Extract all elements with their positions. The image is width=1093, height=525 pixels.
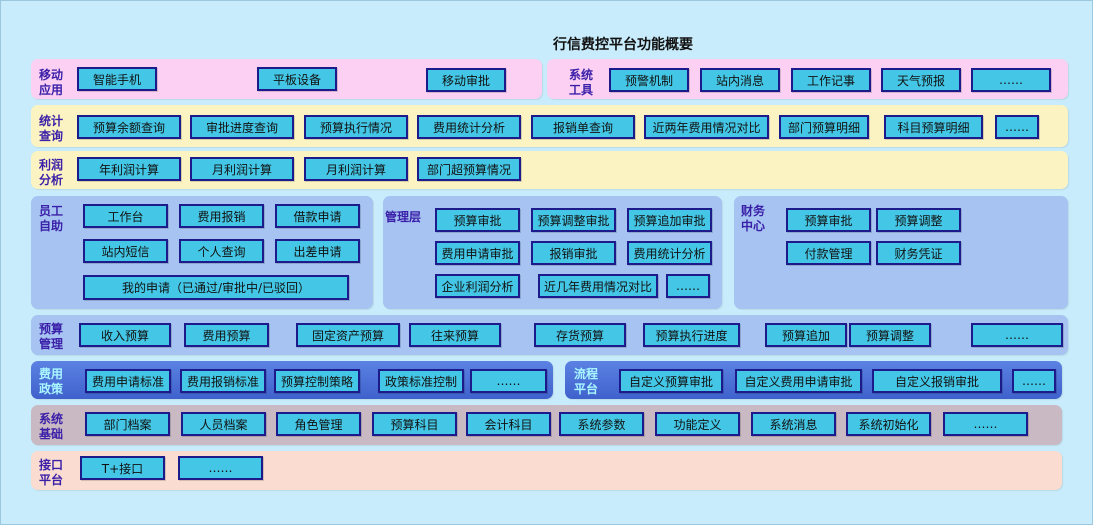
- feature-box-management-2[interactable]: 预算追加审批: [627, 208, 712, 232]
- feature-box-mobile-0[interactable]: 智能手机: [77, 67, 157, 91]
- feature-box-basics-2[interactable]: 角色管理: [276, 412, 361, 436]
- feature-box-management-6[interactable]: 企业利润分析: [435, 274, 520, 298]
- feature-box-management-7[interactable]: 近几年费用情况对比: [538, 274, 658, 298]
- feature-box-policy-0[interactable]: 费用申请标准: [85, 369, 171, 393]
- feature-box-basics-0[interactable]: 部门档案: [85, 412, 170, 436]
- feature-box-policy-4[interactable]: ……: [470, 369, 547, 393]
- feature-box-budget-3[interactable]: 往来预算: [409, 323, 501, 347]
- feature-box-policy-1[interactable]: 费用报销标准: [180, 369, 266, 393]
- feature-box-management-0[interactable]: 预算审批: [435, 208, 520, 232]
- feature-box-interface-1[interactable]: ……: [178, 456, 263, 480]
- feature-box-stats-5[interactable]: 近两年费用情况对比: [644, 115, 769, 139]
- feature-box-finance-1[interactable]: 预算调整: [876, 208, 961, 232]
- feature-box-employee-5[interactable]: 出差申请: [275, 239, 360, 263]
- feature-box-finance-2[interactable]: 付款管理: [786, 241, 871, 265]
- section-label-basics: 系统 基础: [39, 412, 64, 441]
- section-label-employee: 员工 自助: [39, 204, 64, 233]
- feature-box-stats-0[interactable]: 预算余额查询: [77, 115, 181, 139]
- feature-box-employee-0[interactable]: 工作台: [83, 204, 168, 228]
- feature-box-profit-0[interactable]: 年利润计算: [77, 157, 181, 181]
- feature-box-profit-3[interactable]: 部门超预算情况: [417, 157, 521, 181]
- feature-box-employee-6[interactable]: 我的申请（已通过/审批中/已驳回）: [83, 275, 349, 300]
- feature-box-profit-2[interactable]: 月利润计算: [304, 157, 408, 181]
- feature-box-management-4[interactable]: 报销审批: [531, 241, 616, 265]
- feature-box-basics-8[interactable]: 系统初始化: [846, 412, 931, 436]
- feature-box-employee-1[interactable]: 费用报销: [179, 204, 264, 228]
- feature-box-basics-5[interactable]: 系统参数: [559, 412, 644, 436]
- section-label-finance: 财务 中心: [741, 204, 766, 233]
- section-label-budget: 预算 管理: [39, 322, 64, 351]
- feature-box-stats-1[interactable]: 审批进度查询: [190, 115, 294, 139]
- feature-box-policy-3[interactable]: 政策标准控制: [378, 369, 464, 393]
- feature-box-basics-7[interactable]: 系统消息: [751, 412, 836, 436]
- section-label-interface: 接口 平台: [39, 458, 64, 487]
- feature-box-policy-2[interactable]: 预算控制策略: [274, 369, 360, 393]
- feature-box-budget-1[interactable]: 费用预算: [184, 323, 269, 347]
- feature-box-system_tools-0[interactable]: 预警机制: [609, 68, 689, 92]
- feature-box-budget-2[interactable]: 固定资产预算: [296, 323, 400, 347]
- feature-box-interface-0[interactable]: T+接口: [80, 456, 165, 480]
- feature-box-workflow-3[interactable]: ……: [1012, 369, 1056, 393]
- feature-box-budget-6[interactable]: 预算追加: [765, 323, 847, 347]
- feature-box-basics-1[interactable]: 人员档案: [181, 412, 266, 436]
- feature-box-workflow-1[interactable]: 自定义费用申请审批: [735, 369, 862, 393]
- feature-box-management-3[interactable]: 费用申请审批: [435, 241, 520, 265]
- feature-box-system_tools-2[interactable]: 工作记事: [791, 68, 871, 92]
- feature-box-finance-0[interactable]: 预算审批: [786, 208, 871, 232]
- feature-box-basics-4[interactable]: 会计科目: [466, 412, 551, 436]
- feature-box-basics-6[interactable]: 功能定义: [655, 412, 740, 436]
- feature-box-management-1[interactable]: 预算调整审批: [531, 208, 616, 232]
- section-label-stats: 统计 查询: [39, 114, 64, 143]
- feature-box-stats-7[interactable]: 科目预算明细: [884, 115, 983, 139]
- feature-box-finance-3[interactable]: 财务凭证: [876, 241, 961, 265]
- section-label-profit: 利润 分析: [39, 158, 64, 187]
- section-label-workflow: 流程 平台: [574, 367, 599, 396]
- feature-box-management-8[interactable]: ……: [666, 274, 710, 298]
- feature-box-employee-2[interactable]: 借款申请: [275, 204, 360, 228]
- feature-box-budget-7[interactable]: 预算调整: [849, 323, 931, 347]
- feature-box-system_tools-3[interactable]: 天气预报: [881, 68, 961, 92]
- feature-box-employee-3[interactable]: 站内短信: [83, 239, 168, 263]
- feature-box-budget-8[interactable]: ……: [971, 323, 1063, 347]
- section-label-system_tools: 系统 工具: [569, 68, 594, 97]
- band-profit: [31, 151, 1068, 189]
- feature-box-basics-3[interactable]: 预算科目: [372, 412, 457, 436]
- feature-box-basics-9[interactable]: ……: [943, 412, 1028, 436]
- feature-box-stats-4[interactable]: 报销单查询: [531, 115, 635, 139]
- section-label-management: 管理层: [385, 210, 422, 224]
- feature-box-workflow-0[interactable]: 自定义预算审批: [619, 369, 723, 393]
- feature-box-mobile-1[interactable]: 平板设备: [257, 67, 337, 91]
- feature-box-management-5[interactable]: 费用统计分析: [627, 241, 712, 265]
- section-label-policy: 费用 政策: [39, 367, 64, 396]
- feature-box-budget-0[interactable]: 收入预算: [79, 323, 171, 347]
- feature-box-system_tools-4[interactable]: ……: [971, 68, 1051, 92]
- feature-box-budget-5[interactable]: 预算执行进度: [643, 323, 740, 347]
- feature-box-profit-1[interactable]: 月利润计算: [190, 157, 294, 181]
- feature-box-employee-4[interactable]: 个人查询: [179, 239, 264, 263]
- feature-box-stats-2[interactable]: 预算执行情况: [304, 115, 408, 139]
- feature-box-stats-6[interactable]: 部门预算明细: [779, 115, 869, 139]
- feature-box-stats-8[interactable]: ……: [995, 115, 1039, 139]
- section-label-mobile: 移动 应用: [39, 68, 64, 97]
- feature-box-mobile-2[interactable]: 移动审批: [426, 68, 506, 92]
- feature-box-budget-4[interactable]: 存货预算: [534, 323, 626, 347]
- diagram-title: 行信费控平台功能概要: [553, 37, 693, 53]
- feature-box-workflow-2[interactable]: 自定义报销审批: [872, 369, 1002, 393]
- feature-box-stats-3[interactable]: 费用统计分析: [417, 115, 521, 139]
- feature-box-system_tools-1[interactable]: 站内消息: [700, 68, 780, 92]
